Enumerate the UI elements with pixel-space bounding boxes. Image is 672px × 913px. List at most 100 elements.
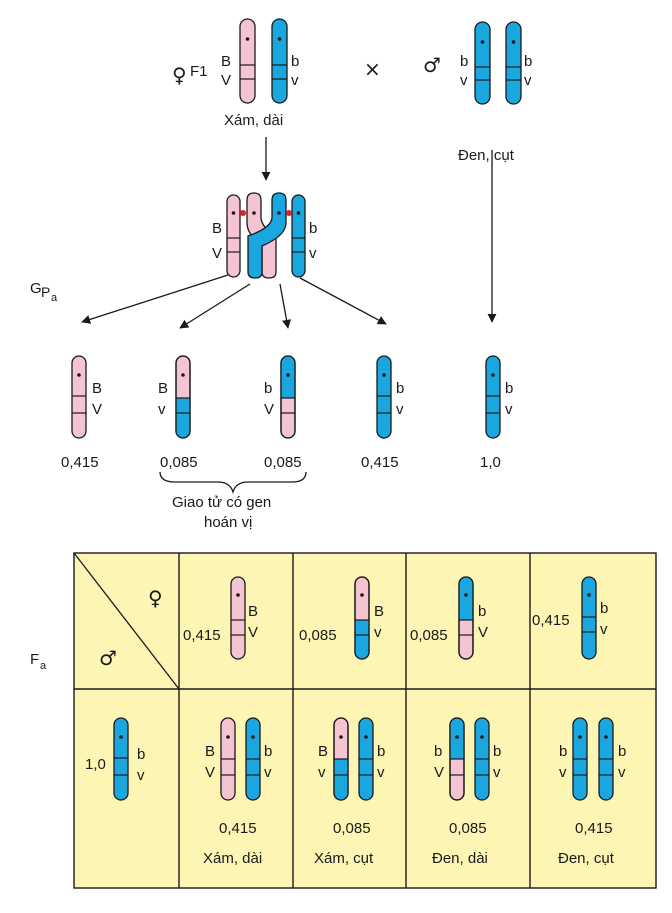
svg-text:v: v <box>493 764 501 781</box>
gamete-3: b V 0,085 <box>264 355 302 471</box>
svg-text:B: B <box>205 743 215 760</box>
svg-text:b: b <box>377 743 385 760</box>
svg-text:B: B <box>374 603 384 620</box>
arrow-to-gamete-2 <box>179 283 251 329</box>
female-symbol: ♀ <box>172 63 187 87</box>
svg-text:V: V <box>434 764 444 781</box>
svg-text:v: v <box>374 624 382 641</box>
svg-text:0,085: 0,085 <box>410 627 448 644</box>
offspring-cell-3: b V b v 0,085 Đen, dài <box>432 717 501 867</box>
arrow-to-gamete-4 <box>299 277 387 325</box>
female-chromosome-blue <box>271 18 288 104</box>
svg-text:Đen, cụt: Đen, cụt <box>558 850 615 867</box>
male-allele-b-right: b <box>524 53 532 70</box>
col-header-1: 0,415 B V <box>183 576 258 660</box>
svg-text:b: b <box>559 743 567 760</box>
svg-text:0,085: 0,085 <box>449 820 487 837</box>
female-generation-label: F1 <box>190 63 208 80</box>
svg-text:V: V <box>478 624 488 641</box>
svg-text:b: b <box>396 380 404 397</box>
table-female-symbol: ♀ <box>148 586 163 610</box>
svg-text:b: b <box>264 380 272 397</box>
svg-text:v: v <box>318 764 326 781</box>
svg-text:v: v <box>158 401 166 418</box>
offspring-cell-1: B V b v 0,415 Xám, dài <box>203 717 272 867</box>
svg-text:b: b <box>505 380 513 397</box>
crossover-allele-V: V <box>212 245 222 262</box>
offspring-cell-4: b v b v 0,415 Đen, cụt <box>558 717 626 867</box>
svg-text:a: a <box>51 292 58 304</box>
svg-text:b: b <box>600 600 608 617</box>
svg-text:V: V <box>248 624 258 641</box>
male-allele-b-left: b <box>460 53 468 70</box>
svg-text:V: V <box>264 401 274 418</box>
svg-text:0,415: 0,415 <box>183 627 221 644</box>
recombinant-note-line1: Giao tử có gen <box>172 494 271 511</box>
svg-text:G: G <box>30 280 42 297</box>
offspring-cell-2: B v b v 0,085 Xám, cụt <box>314 717 385 867</box>
svg-text:B: B <box>158 380 168 397</box>
fa-label-sub: a <box>40 660 47 672</box>
crossover-allele-v: v <box>309 245 317 262</box>
male-allele-v-left: v <box>460 72 468 89</box>
svg-text:v: v <box>600 621 608 638</box>
recombinant-brace <box>159 471 307 495</box>
crossover-allele-B: B <box>212 220 222 237</box>
male-parent: ♂ b v b v Đen, cụt <box>423 21 532 164</box>
svg-text:v: v <box>396 401 404 418</box>
gamete-4: b v 0,415 <box>361 355 404 471</box>
crossover-chromosomes: B V b v <box>212 192 317 279</box>
col-header-2: 0,085 B v <box>299 576 384 660</box>
col-header-3: 0,085 b V <box>410 576 488 660</box>
svg-text:B: B <box>92 380 102 397</box>
female-chromosome-pink <box>239 18 256 104</box>
gamete-1-frequency: 0,415 <box>61 454 99 471</box>
male-symbol: ♂ <box>423 53 441 77</box>
male-chromosome-1 <box>474 21 491 105</box>
gamete-5-frequency: 1,0 <box>480 454 501 471</box>
crossover-allele-b: b <box>309 220 317 237</box>
svg-text:V: V <box>205 764 215 781</box>
svg-text:1,0: 1,0 <box>85 756 106 773</box>
svg-text:0,085: 0,085 <box>299 627 337 644</box>
female-allele-v: v <box>291 72 299 89</box>
female-allele-b: b <box>291 53 299 70</box>
svg-text:0,415: 0,415 <box>575 820 613 837</box>
svg-text:P: P <box>41 284 50 300</box>
female-allele-B: B <box>221 53 231 70</box>
svg-text:B: B <box>318 743 328 760</box>
svg-text:b: b <box>264 743 272 760</box>
svg-text:b: b <box>618 743 626 760</box>
svg-text:0,415: 0,415 <box>532 612 570 629</box>
svg-text:b: b <box>137 746 145 763</box>
gamete-4-frequency: 0,415 <box>361 454 399 471</box>
cross-symbol: × <box>364 57 381 81</box>
gamete-3-frequency: 0,085 <box>264 454 302 471</box>
female-allele-V: V <box>221 72 231 89</box>
svg-text:b: b <box>478 603 486 620</box>
female-phenotype: Xám, dài <box>224 112 283 129</box>
svg-text:b: b <box>493 743 501 760</box>
gamete-2: B v 0,085 <box>158 355 198 471</box>
male-allele-v-right: v <box>524 72 532 89</box>
svg-text:v: v <box>505 401 513 418</box>
svg-text:V: V <box>92 401 102 418</box>
gamete-2-frequency: 0,085 <box>160 454 198 471</box>
row-header-male: 1,0 b v <box>85 717 145 801</box>
arrow-to-gamete-3 <box>279 283 292 329</box>
svg-text:0,415: 0,415 <box>219 820 257 837</box>
male-phenotype: Đen, cụt <box>458 147 515 164</box>
male-chromosome-2 <box>505 21 522 105</box>
svg-text:0,085: 0,085 <box>333 820 371 837</box>
col-header-4: 0,415 b v <box>532 576 608 660</box>
svg-text:v: v <box>137 767 145 784</box>
female-parent: ♀ F1 B V b v Xám, dài <box>172 18 299 129</box>
svg-text:b: b <box>434 743 442 760</box>
svg-text:B: B <box>248 603 258 620</box>
gametes-label: G P a <box>30 280 58 304</box>
svg-text:v: v <box>559 764 567 781</box>
fa-label: F <box>30 651 39 668</box>
svg-text:Đen, dài: Đen, dài <box>432 850 488 867</box>
arrow-to-gamete-1 <box>81 274 229 324</box>
